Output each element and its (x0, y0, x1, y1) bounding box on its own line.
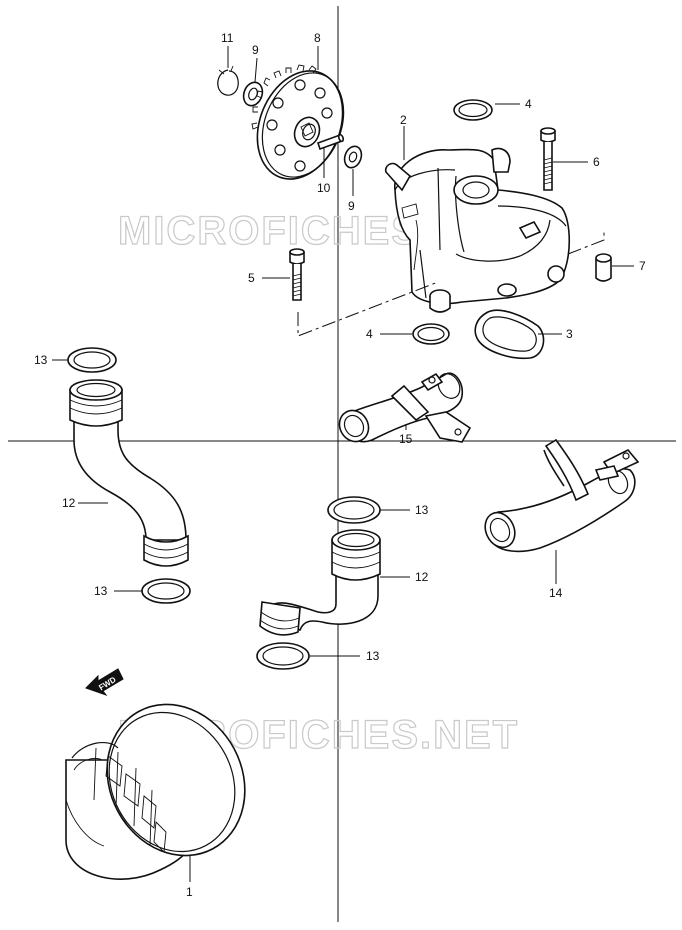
part-2-oil-pump-body (384, 147, 571, 313)
part-13-oring-b (141, 578, 191, 604)
callout-8: 8 (314, 31, 321, 45)
callout-labels: 1 2 3 4 4 5 6 7 8 9 9 10 11 12 12 13 13 … (34, 31, 646, 899)
assembly-line-bolt-5 (297, 281, 439, 337)
part-13-oring-c (327, 496, 381, 524)
part-14-pipe (484, 438, 640, 553)
callout-7: 7 (639, 259, 646, 273)
assembly-line-dowel-7 (567, 232, 605, 255)
callout-13-d: 13 (366, 649, 380, 663)
leader-lines (52, 46, 634, 882)
callout-13-c: 13 (415, 503, 429, 517)
callout-11: 11 (221, 31, 234, 45)
part-11-circlip (217, 65, 239, 96)
callout-2: 2 (400, 113, 407, 127)
callout-4-lower: 4 (366, 327, 373, 341)
callout-1: 1 (186, 885, 193, 899)
part-3-gasket (474, 309, 545, 360)
callout-3: 3 (566, 327, 573, 341)
callout-12-left: 12 (62, 496, 76, 510)
part-13-oring-d (256, 642, 310, 670)
part-12-pipe-left (69, 379, 189, 567)
part-7-dowel (595, 253, 612, 282)
part-4-oring-lower (412, 323, 450, 345)
callout-12-mid: 12 (415, 570, 429, 584)
callout-14: 14 (549, 586, 563, 600)
part-8-pump-gear (251, 64, 345, 180)
part-4-oring-top (453, 99, 493, 121)
callout-9-top: 9 (252, 43, 259, 57)
part-15-pipe (338, 372, 472, 443)
part-9-washer-top (242, 81, 264, 107)
callout-9-mid: 9 (348, 199, 355, 213)
part-10-pin (316, 133, 345, 151)
part-5-bolt (289, 248, 305, 301)
callout-5: 5 (248, 271, 255, 285)
callout-15: 15 (399, 432, 413, 446)
callout-13-a: 13 (34, 353, 48, 367)
part-12-pipe-mid (259, 529, 381, 636)
part-6-bolt (540, 127, 556, 191)
callout-10: 10 (317, 181, 331, 195)
part-9-washer-mid (343, 145, 363, 169)
fwd-arrow: FWD (85, 668, 124, 697)
callout-13-b: 13 (94, 584, 108, 598)
part-1-oil-filter (65, 703, 246, 880)
part-13-oring-a (67, 347, 117, 373)
callout-6: 6 (593, 155, 600, 169)
callout-4-top: 4 (525, 97, 532, 111)
